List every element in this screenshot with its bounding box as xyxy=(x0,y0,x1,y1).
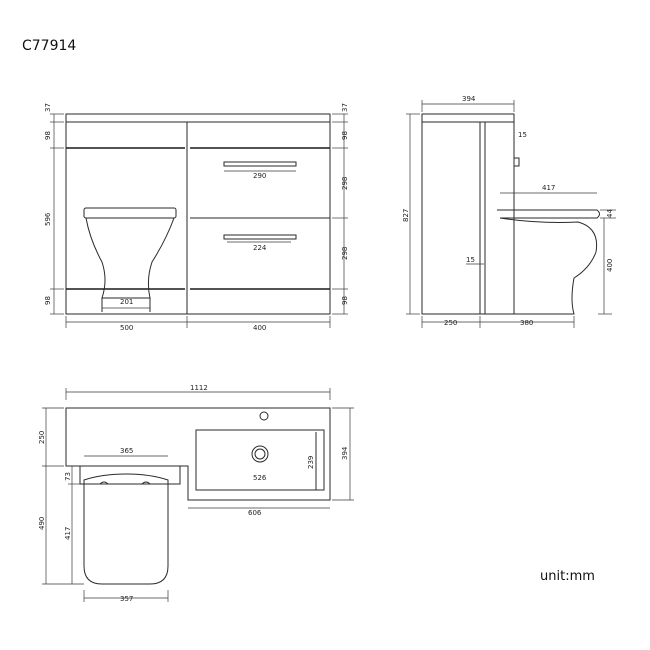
upper-band-right: 98 xyxy=(341,131,349,140)
seat-depth: 417 xyxy=(64,527,72,540)
back-gap: 15 xyxy=(466,256,475,264)
rear-depth: 250 xyxy=(444,319,457,327)
seat-thickness: 44 xyxy=(606,209,614,218)
top-thickness-left: 37 xyxy=(44,103,52,112)
pan-projection: 417 xyxy=(542,184,555,192)
toilet-bowl-side xyxy=(485,217,598,315)
plan-pan-depth: 490 xyxy=(38,517,46,530)
middle-height-left: 596 xyxy=(44,212,52,226)
upper-band-left: 98 xyxy=(44,131,52,140)
toilet-seat-plan xyxy=(83,473,169,585)
toilet-seat-front xyxy=(83,207,177,219)
plan-view: 1112 526 239 365 394 606 250 490 xyxy=(38,384,354,603)
right-width: 400 xyxy=(253,324,266,332)
pan-depth-side: 380 xyxy=(520,319,533,327)
tap-hole xyxy=(259,411,269,421)
side-worktop xyxy=(421,113,515,123)
front-worktop xyxy=(65,113,331,123)
top-thickness-right: 37 xyxy=(341,103,349,112)
side-depth: 394 xyxy=(462,95,476,103)
flush-button xyxy=(513,157,520,167)
handle-2-width: 224 xyxy=(253,244,267,252)
drawer-height-2: 298 xyxy=(341,247,349,260)
drawer-height-1: 298 xyxy=(341,177,349,190)
drawer-handle-bottom xyxy=(223,234,297,240)
lower-band-left: 98 xyxy=(44,296,52,305)
plan-total-width: 1112 xyxy=(190,384,208,392)
seat-hinge-right xyxy=(141,481,151,485)
cistern-gap: 15 xyxy=(518,131,527,139)
pan-seat-width: 365 xyxy=(120,447,133,455)
unit-right-width: 606 xyxy=(248,509,262,517)
front-view: 290 224 201 37 98 596 98 37 98 298 298 9… xyxy=(44,103,349,332)
small-offset: 73 xyxy=(64,472,72,481)
total-height: 827 xyxy=(402,209,410,222)
handle-1-width: 290 xyxy=(253,172,266,180)
seat-height: 400 xyxy=(606,259,614,272)
basin-outline xyxy=(195,429,325,491)
toilet-top-plan xyxy=(79,465,181,485)
drawer-handle-top xyxy=(223,161,297,167)
seat-hinge-left xyxy=(99,481,109,485)
side-view: 394 15 417 44 400 15 827 xyxy=(402,95,616,328)
pan-base-width: 357 xyxy=(120,595,133,603)
basin-width: 526 xyxy=(253,474,267,482)
toilet-bowl-front xyxy=(85,217,175,299)
plan-depth-upper: 250 xyxy=(38,431,46,444)
plan-outline xyxy=(65,407,331,501)
toilet-base-width: 201 xyxy=(120,298,133,306)
left-width: 500 xyxy=(120,324,133,332)
unit-label: unit:mm xyxy=(540,569,595,584)
product-code: C77914 xyxy=(22,38,76,54)
basin-depth: 239 xyxy=(307,456,315,469)
toilet-seat-side xyxy=(497,209,600,219)
lower-band-right: 98 xyxy=(341,296,349,305)
basin-waste-inner xyxy=(254,448,266,460)
basin-waste-outer xyxy=(251,445,269,463)
plan-right-depth: 394 xyxy=(341,446,349,460)
